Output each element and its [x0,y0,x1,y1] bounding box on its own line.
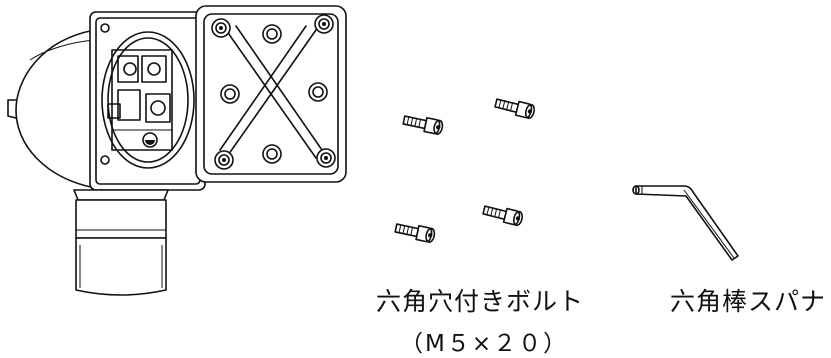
bolt-2 [493,95,537,121]
bolt-3 [393,220,437,244]
hex-key-wrench [632,185,739,261]
detector-housing [7,11,206,296]
wrench-name-label: 六角棒スパナ [670,287,827,316]
cover-plate [195,5,347,183]
bolt-size-label: （M５×２０） [400,331,569,357]
bolt-1 [401,112,445,136]
bolt-4 [481,202,525,228]
bolt-name-label: 六角穴付きボルト [376,287,585,316]
hex-socket-bolts [393,95,537,244]
